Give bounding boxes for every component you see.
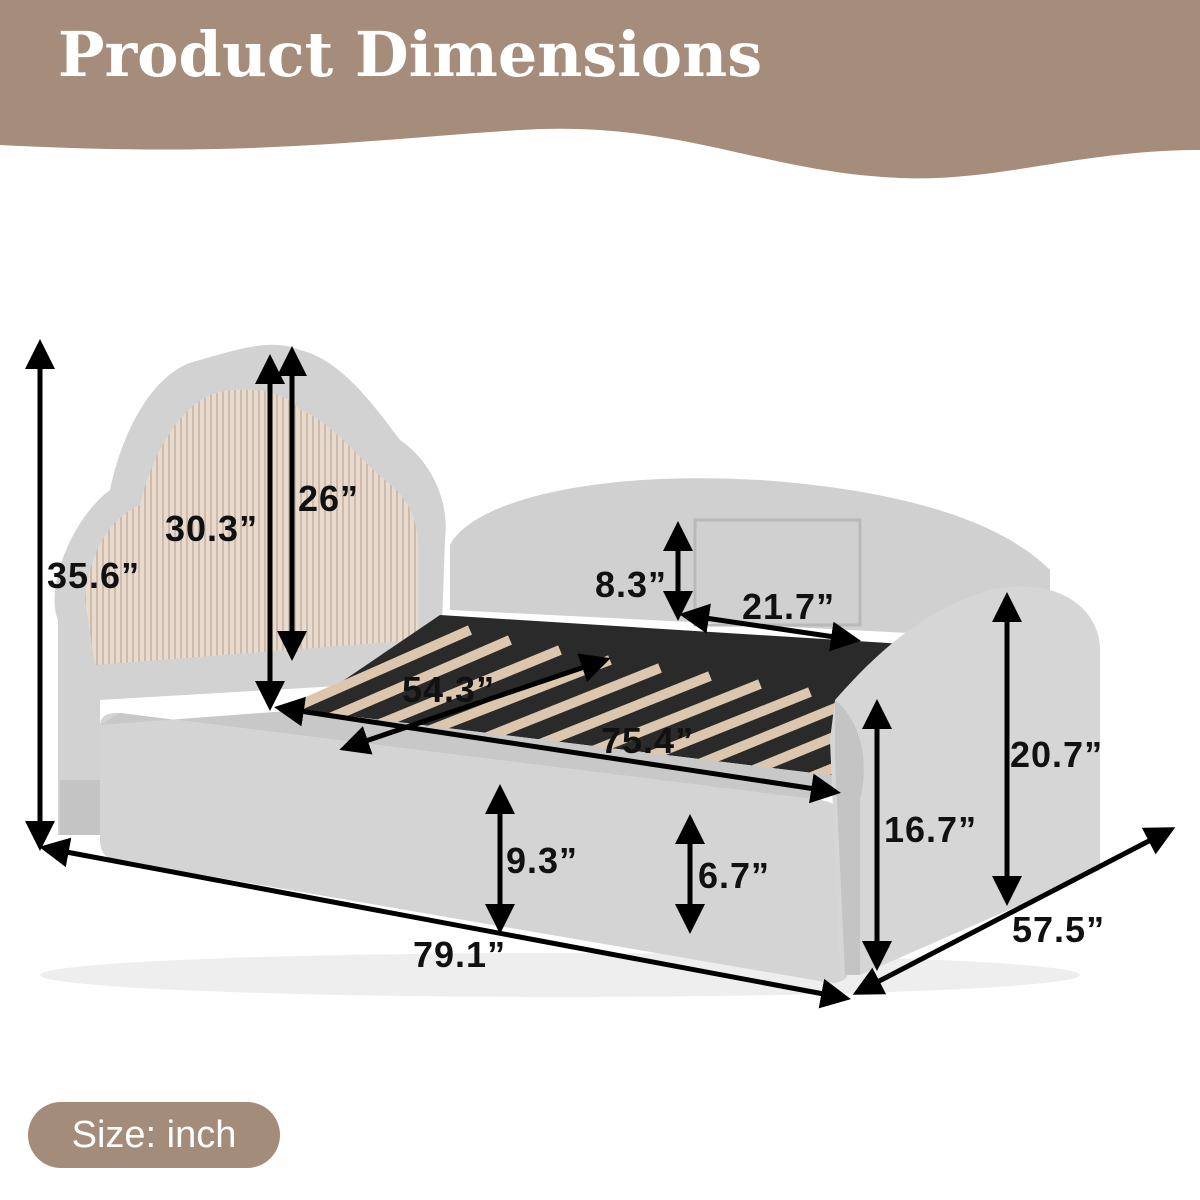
dim-backrest-panel-height: 8.3” xyxy=(595,564,668,605)
dim-overall-height: 35.6” xyxy=(47,555,141,596)
dim-rail-height: 9.3” xyxy=(506,840,579,881)
dim-armrest-height: 20.7” xyxy=(1010,734,1104,775)
dim-backrest-panel-width: 21.7” xyxy=(742,586,836,627)
dim-clearance: 6.7” xyxy=(698,855,771,896)
arrow-inner-length xyxy=(274,696,841,804)
size-unit-badge: Size: inch xyxy=(28,1102,280,1168)
dim-side-height: 16.7” xyxy=(884,809,978,850)
dim-overall-length: 79.1” xyxy=(413,934,507,975)
headboard xyxy=(54,344,446,835)
dim-headboard-height: 30.3” xyxy=(165,508,259,549)
arrow-overall-length xyxy=(39,837,851,1009)
arrow-overall-width xyxy=(852,827,1176,995)
dim-inner-width: 54.3” xyxy=(402,669,496,710)
dim-headboard-panel-height: 26” xyxy=(298,478,360,519)
page-title: Product Dimensions xyxy=(57,18,763,91)
backrest xyxy=(450,478,1050,640)
dim-overall-width: 57.5” xyxy=(1012,909,1106,950)
arrow-backrest-panel-width xyxy=(679,603,861,652)
headboard-leg xyxy=(60,780,105,835)
title-banner xyxy=(0,0,1200,179)
dim-inner-length: 75.4” xyxy=(601,720,695,761)
size-unit-label: Size: inch xyxy=(71,1113,237,1156)
